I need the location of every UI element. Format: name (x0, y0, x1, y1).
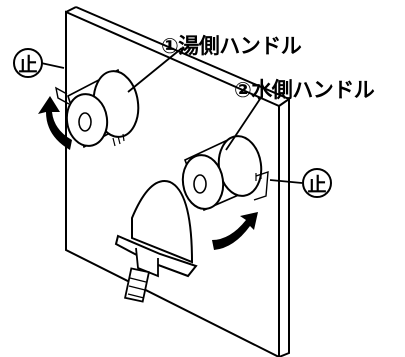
cold-handle-leader (225, 95, 263, 151)
hot-rotation-arrow (38, 96, 72, 150)
cold-rotation-arrow (212, 212, 258, 250)
cold-handle-label: ②水側ハンドル (234, 78, 375, 102)
hot-handle-leader (127, 47, 183, 93)
stop-left-leader (40, 62, 65, 69)
hot-handle-label: ①湯側ハンドル (161, 34, 302, 58)
spout (114, 180, 198, 303)
stop-right-leader (269, 179, 303, 184)
cold-water-handle (181, 135, 269, 212)
hot-water-handle (55, 68, 140, 149)
stop-right-badge: 止 (302, 168, 332, 198)
stop-left-badge: 止 (13, 48, 43, 78)
